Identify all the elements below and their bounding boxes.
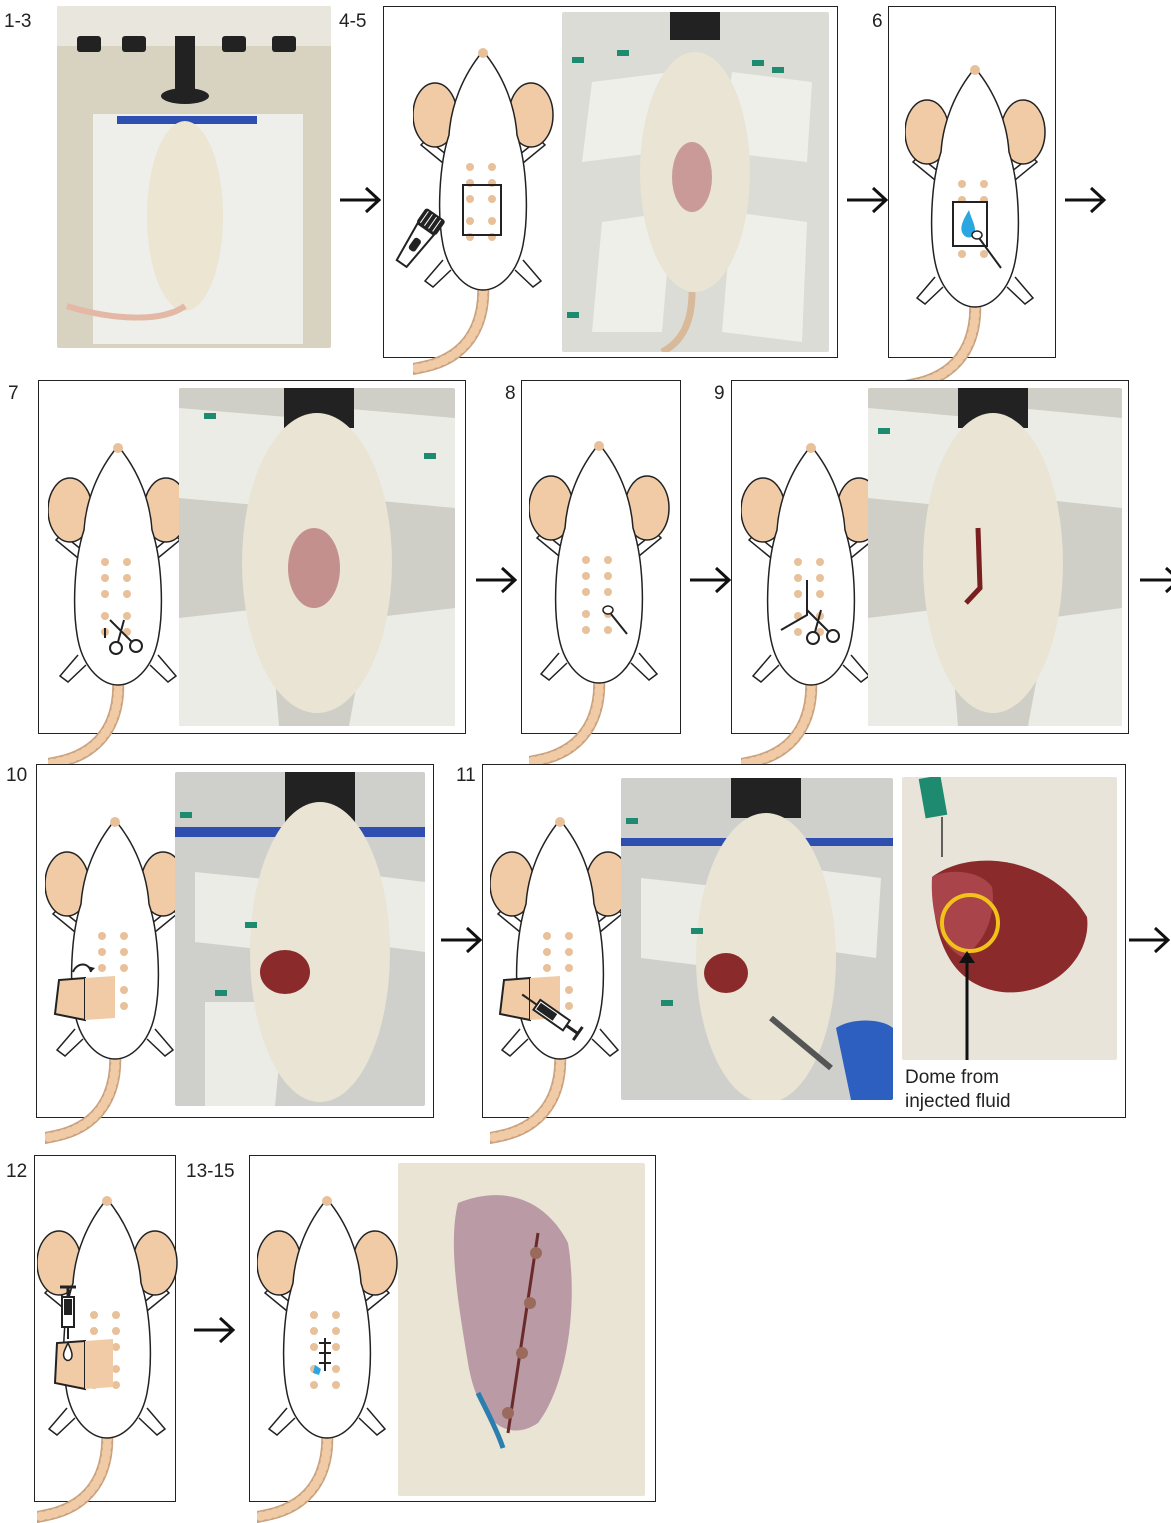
step-label-11: 11 (456, 766, 476, 785)
photo-step-10 (175, 772, 425, 1106)
rat-diagram-step-11 (490, 814, 640, 1144)
arrow-right-icon (439, 925, 485, 955)
skin-flap (55, 978, 85, 1020)
step-label-6: 6 (872, 12, 883, 31)
arrow-right-icon (338, 185, 384, 215)
rat-diagram-step-8 (529, 438, 679, 768)
step-label-12: 12 (6, 1162, 27, 1181)
rat-diagram-step-10 (45, 814, 195, 1144)
arrow-right-icon (1127, 925, 1171, 955)
photo-step-11-closeup (902, 777, 1117, 1060)
ultrasound-probe-icon (386, 198, 446, 288)
annotation-caption: Dome from injected fluid (905, 1066, 1011, 1114)
photo-step-13-15 (398, 1163, 645, 1496)
step-label-8: 8 (505, 384, 516, 403)
photo-step-9 (868, 388, 1122, 726)
annotation-line-2: injected fluid (905, 1090, 1011, 1114)
arrow-right-icon (192, 1315, 238, 1345)
arrow-right-icon (688, 565, 734, 595)
rat-diagram-step-7 (48, 440, 198, 770)
annotation-line-1: Dome from (905, 1066, 1011, 1090)
arrow-right-icon (845, 185, 891, 215)
photo-step-1-3 (57, 6, 331, 348)
rat-diagram-step-12 (37, 1193, 187, 1523)
step-label-4-5: 4-5 (339, 12, 366, 31)
arrow-right-icon (474, 565, 520, 595)
photo-step-11-overview (621, 778, 893, 1100)
photo-step-7 (179, 388, 455, 726)
step-label-9: 9 (714, 384, 725, 403)
arrow-right-icon (1063, 185, 1109, 215)
rat-diagram-step-13-15 (257, 1193, 407, 1523)
step-label-13-15: 13-15 (186, 1162, 235, 1181)
step-label-10: 10 (6, 766, 27, 785)
rat-diagram-step-6 (905, 62, 1055, 392)
step-label-7: 7 (8, 384, 19, 403)
arrow-right-icon (1138, 565, 1171, 595)
step-label-1-3: 1-3 (4, 12, 31, 31)
photo-step-4-5 (562, 12, 829, 352)
